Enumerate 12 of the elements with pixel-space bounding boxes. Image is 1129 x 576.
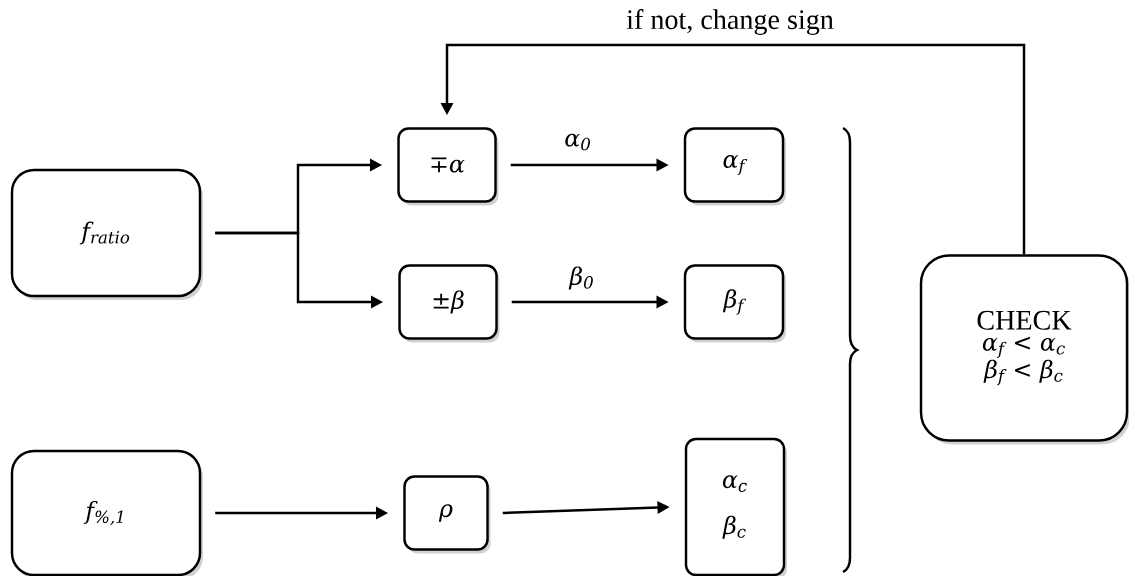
- process-box: CHECK α$_{f}$ < α$_{c}$ β$_{f}$ < β$_{c}$: [919, 254, 1129, 445]
- process-box: ±β: [398, 264, 500, 343]
- edge-label: β$_{0}$: [568, 266, 593, 290]
- process-box: f$_{ratio}$: [10, 168, 203, 300]
- process-box: ρ: [403, 475, 491, 554]
- process-box: α$_{f}$: [683, 127, 786, 206]
- process-box: α$_{c}$ β$_{c}$: [684, 437, 787, 576]
- process-box: ∓α: [397, 127, 499, 206]
- process-box: β$_{f}$: [683, 264, 786, 343]
- edge-label: if not, change sign: [626, 9, 834, 35]
- edge-label: α$_{0}$: [565, 133, 590, 151]
- process-box: f$_{%,1}$: [10, 449, 203, 576]
